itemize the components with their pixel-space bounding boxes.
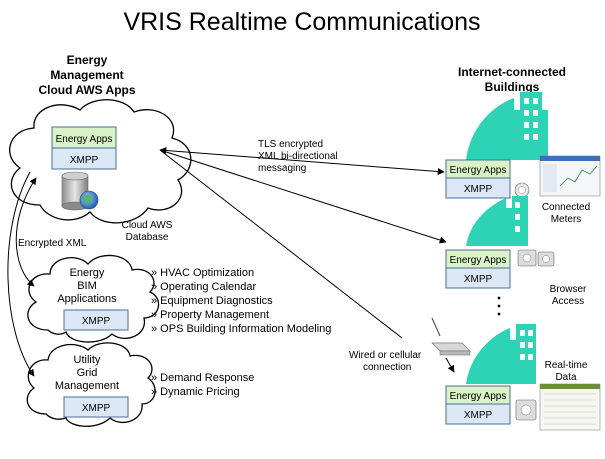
meter-icon: [517, 249, 537, 267]
tls-label-line-3: messaging: [258, 163, 306, 174]
buildings-heading-line-2: Buildings: [485, 80, 540, 94]
grid-bullet: » Dynamic Pricing: [151, 386, 240, 398]
cloud-heading-line-1: Energy: [67, 53, 108, 67]
grid-connection-arrow: [7, 171, 35, 377]
grid-label-line-1: Utility: [74, 354, 101, 366]
browser-caption-line-2: Access: [552, 296, 584, 307]
cloud-heading: Energy Management Cloud AWS Apps: [38, 53, 135, 97]
buildings-heading-line-1: Internet-connected: [458, 65, 566, 79]
grid-xmpp-box: [63, 396, 129, 418]
grid-cloud: Utility Grid Management XMPP: [26, 342, 156, 427]
main-energy-apps-label: Energy Apps: [56, 134, 113, 145]
meter-icon: [537, 251, 555, 267]
main-xmpp-label: XMPP: [70, 155, 99, 166]
router-line: [159, 149, 403, 339]
db-label-line-1: Cloud AWS: [122, 220, 173, 231]
building-3-xmpp-label: XMPP: [464, 410, 493, 421]
realtime-caption-line-1: Real-time: [545, 360, 588, 371]
globe-icon: [79, 190, 99, 210]
building-1: Energy Apps XMPP Connected Meters: [445, 92, 601, 225]
bim-label-line-2: BIM: [77, 280, 97, 292]
bim-bullet: » Equipment Diagnostics: [151, 295, 273, 307]
bim-xmpp-box: [63, 309, 129, 331]
bim-bullet: » Operating Calendar: [151, 281, 257, 293]
grid-xmpp-label: XMPP: [82, 403, 111, 414]
main-connections: [159, 146, 447, 339]
building-2: Energy Apps XMPP Browser Access: [445, 196, 587, 307]
meters-caption-line-1: Connected: [542, 202, 590, 213]
building-1-energy-apps-label: Energy Apps: [450, 165, 507, 176]
building-3-xmpp-box: [445, 403, 511, 425]
left-connections: [7, 171, 37, 377]
meters-caption-line-2: Meters: [551, 214, 582, 225]
building-1-shape: [466, 92, 548, 160]
grid-label-line-2: Grid: [77, 367, 98, 379]
wired-label-line-1: Wired or cellular: [349, 350, 422, 361]
building-3-shape: [466, 324, 536, 384]
building-3-energy-apps-label: Energy Apps: [450, 391, 507, 402]
bim-label-line-1: Energy: [70, 267, 105, 279]
building-2-arrow: [159, 149, 447, 244]
cloud-heading-line-3: Cloud AWS Apps: [38, 83, 135, 97]
db-label-line-2: Database: [126, 232, 169, 243]
building-1-xmpp-label: XMPP: [464, 184, 493, 195]
bim-bullets: » HVAC Optimization » Operating Calendar…: [151, 267, 331, 335]
buildings-heading: Internet-connected Buildings: [458, 65, 566, 94]
bim-cloud: Energy BIM Applications XMPP: [27, 254, 160, 343]
meter-icon: [514, 182, 530, 198]
building-1-arrow: [159, 146, 445, 176]
tls-label: TLS encrypted XML bi-directional messagi…: [258, 139, 338, 174]
bim-connection-arrow: [15, 177, 37, 287]
bim-label-line-3: Applications: [57, 293, 117, 305]
page-title: VRIS Realtime Communications: [123, 8, 480, 36]
main-cloud: Energy Apps XMPP Cloud AWS Database: [9, 99, 192, 243]
meters-screenshot-thumbnail: [539, 155, 601, 197]
bim-bullet: » Property Management: [151, 309, 269, 321]
building-3: Energy Apps XMPP Real-time Data: [445, 324, 601, 431]
bim-xmpp-label: XMPP: [82, 316, 111, 327]
realtime-caption-line-2: Data: [555, 372, 577, 383]
router-to-building-arrow: [445, 357, 455, 373]
main-xmpp-box: [51, 147, 117, 170]
cloud-heading-line-2: Management: [50, 68, 123, 82]
building-2-xmpp-label: XMPP: [464, 274, 493, 285]
database-icon: [61, 171, 89, 211]
grid-label-line-3: Management: [55, 380, 119, 392]
building-2-xmpp-box: [445, 267, 511, 289]
encrypted-xml-label: Encrypted XML: [18, 238, 87, 249]
tls-label-line-1: TLS encrypted: [258, 139, 323, 150]
more-buildings-ellipsis: [497, 296, 501, 316]
building-2-energy-apps-label: Energy Apps: [450, 255, 507, 266]
router-icon: [431, 317, 471, 356]
browser-caption-line-1: Browser: [550, 284, 587, 295]
building-2-shape: [466, 196, 528, 246]
bim-bullet: » OPS Building Information Modeling: [151, 323, 331, 335]
realtime-data-thumbnail: [539, 383, 601, 431]
grid-bullet: » Demand Response: [151, 372, 254, 384]
meter-icon: [515, 399, 537, 421]
bim-bullet: » HVAC Optimization: [151, 267, 254, 279]
grid-bullets: » Demand Response » Dynamic Pricing: [151, 372, 254, 398]
building-1-xmpp-box: [445, 177, 511, 199]
wired-label-line-2: connection: [363, 362, 411, 373]
